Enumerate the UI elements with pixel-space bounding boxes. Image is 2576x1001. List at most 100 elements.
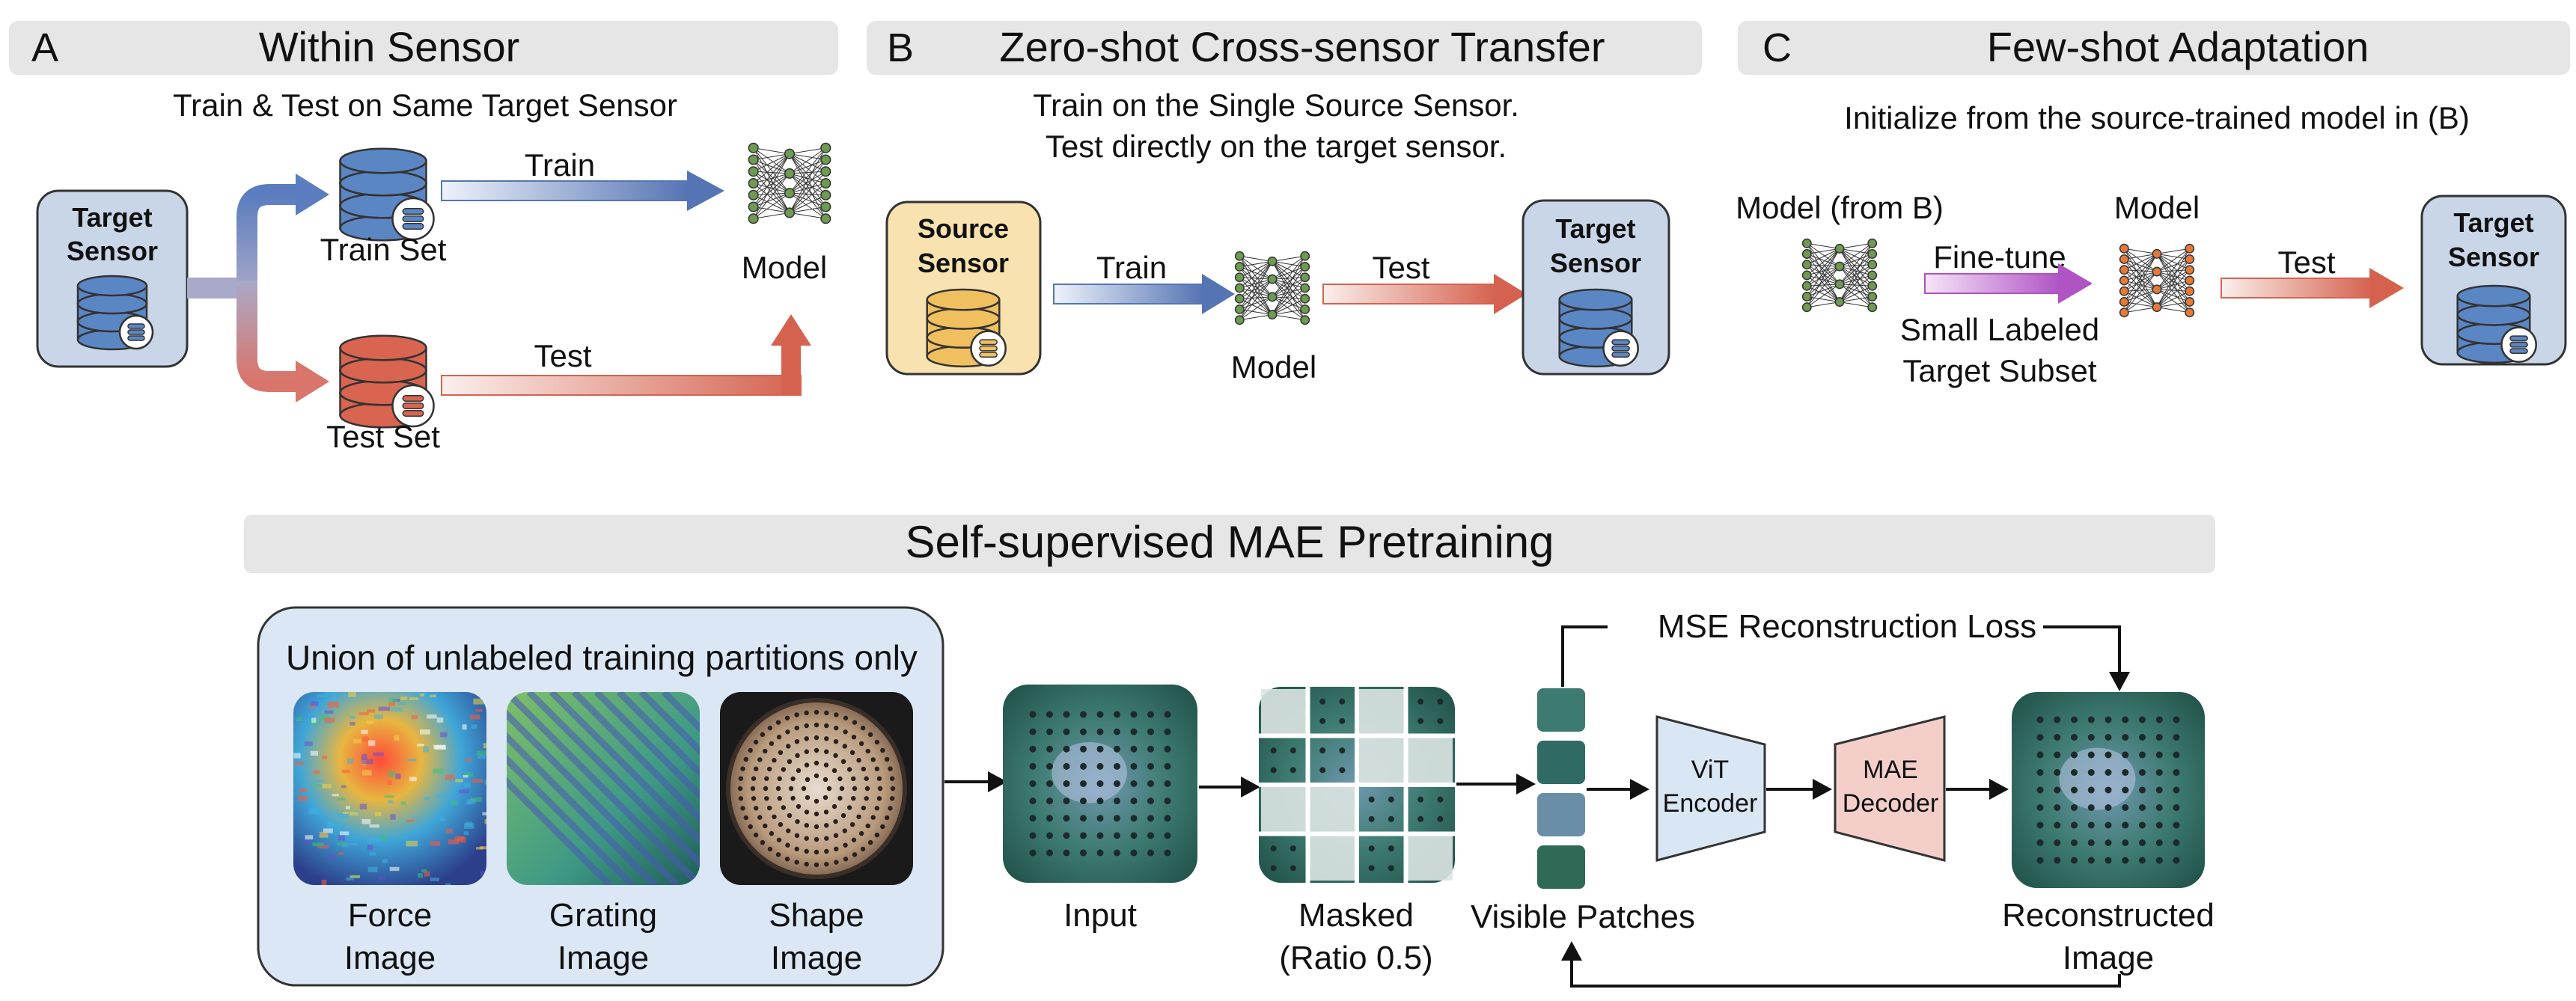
panel-a-train-arrow: [441, 180, 689, 201]
panel-c-source-model-icon: [1801, 238, 1878, 313]
arrow-decoder-to-recon-head: [1989, 779, 2009, 800]
panel-b-letter: B: [887, 25, 914, 70]
panel-b-model-label: Model: [1231, 349, 1316, 385]
feedback-arrowhead: [1561, 941, 1582, 961]
force-image-label-line1: Force: [348, 897, 432, 934]
union-label: Union of unlabeled training partitions o…: [286, 638, 918, 677]
panel-c-title: Few-shot Adaptation: [1987, 23, 2369, 70]
mae-section: Self-supervised MAE Pretraining Union of…: [244, 515, 2215, 988]
panel-b-test-label: Test: [1372, 250, 1429, 285]
panel-b-header: [867, 21, 1702, 75]
branch-down: [236, 281, 296, 392]
panel-a: A Within Sensor Train & Test on Same Tar…: [9, 21, 838, 454]
branch-down-arrowhead: [296, 361, 329, 402]
panel-a-title: Within Sensor: [259, 23, 520, 70]
panel-a-subtitle: Train & Test on Same Target Sensor: [173, 88, 677, 123]
train-set-label: Train Set: [320, 232, 447, 267]
reconstructed-label-line1: Reconstructed: [2002, 897, 2215, 934]
loss-arrowhead: [2109, 672, 2130, 691]
shape-image-label-line1: Shape: [769, 897, 864, 934]
panel-b-subtitle-line2: Test directly on the target sensor.: [1046, 129, 1507, 164]
panel-c-target-label-line2: Sensor: [2448, 242, 2539, 272]
panel-b-train-arrowhead: [1202, 274, 1235, 314]
visible-patches: [1537, 688, 1585, 889]
panel-b-title: Zero-shot Cross-sensor Transfer: [999, 23, 1605, 70]
panel-b-train-label: Train: [1096, 250, 1167, 285]
panel-c: C Few-shot Adaptation Initialize from th…: [1736, 21, 2570, 388]
panel-b-target-database-icon: [1558, 288, 1639, 368]
panel-c-test-label: Test: [2277, 245, 2335, 280]
subset-label-line2: Target Subset: [1902, 353, 2096, 388]
masked-image: [1259, 687, 1455, 883]
target-sensor-label-line1: Target: [72, 202, 152, 233]
panel-a-test-riser: [781, 344, 801, 395]
source-sensor-label-line2: Sensor: [918, 248, 1009, 278]
visible-patches-label: Visible Patches: [1471, 899, 1695, 935]
target-sensor-label-line2: Sensor: [67, 236, 158, 266]
panel-a-test-label: Test: [534, 338, 591, 373]
finetune-label: Fine-tune: [1933, 239, 2066, 275]
panel-b-train-arrow: [1053, 284, 1204, 304]
arrow-union-to-input-head: [988, 771, 1007, 792]
panel-a-model-icon: [748, 142, 831, 224]
panel-c-header: [1738, 21, 2570, 75]
panel-a-train-arrowhead: [687, 171, 724, 211]
encoder-label-line2: Encoder: [1663, 789, 1758, 818]
panel-c-subtitle: Initialize from the source-trained model…: [1844, 100, 2470, 135]
encoder-label-line1: ViT: [1691, 756, 1729, 784]
input-label: Input: [1063, 897, 1137, 934]
arrow-masked-to-patches-head: [1516, 774, 1536, 795]
grating-image-label-line2: Image: [558, 940, 649, 976]
train-set-icon: [339, 147, 435, 242]
test-set-icon: [339, 334, 435, 429]
subset-label-line1: Small Labeled: [1900, 312, 2099, 347]
arrow-patches-to-encoder-head: [1630, 779, 1649, 800]
panel-c-target-label-line1: Target: [2453, 207, 2533, 238]
panel-a-model-label: Model: [742, 250, 827, 285]
arrow-encoder-to-decoder-head: [1813, 779, 1832, 800]
mse-loss-label: MSE Reconstruction Loss: [1658, 608, 2036, 645]
force-image-label-line2: Image: [344, 940, 436, 976]
panel-a-test-arrowhead: [771, 314, 811, 346]
shape-image-label-line2: Image: [771, 940, 862, 976]
panel-c-test-arrowhead: [2369, 268, 2404, 308]
panel-b-target-label-line2: Sensor: [1550, 248, 1641, 278]
panel-b-subtitle-line1: Train on the Single Source Sensor.: [1033, 88, 1519, 123]
branch-up: [236, 184, 296, 296]
loss-line-left: [1561, 625, 1608, 687]
panel-c-test-arrow: [2221, 278, 2372, 299]
database-icon: [76, 275, 154, 351]
vit-encoder: [1655, 715, 1766, 862]
reconstructed-label-line2: Image: [2063, 940, 2154, 976]
source-sensor-label-line1: Source: [918, 213, 1009, 244]
panel-c-finetuned-model-icon: [2119, 243, 2195, 318]
panel-b-test-arrow: [1322, 284, 1496, 304]
force-image: [293, 692, 486, 885]
panel-b: B Zero-shot Cross-sensor Transfer Train …: [867, 21, 1702, 385]
test-set-label: Test Set: [326, 419, 440, 454]
decoder-label-line2: Decoder: [1843, 789, 1939, 818]
reconstructed-image: [2012, 692, 2205, 888]
panel-a-train-label: Train: [525, 147, 595, 183]
masked-label-line2: (Ratio 0.5): [1279, 940, 1432, 976]
grating-image: [507, 692, 700, 885]
model-from-b-label: Model (from B): [1736, 190, 1944, 225]
panel-b-test-arrowhead: [1494, 274, 1527, 314]
finetune-arrowhead: [2058, 263, 2093, 304]
mae-header: [244, 515, 2215, 573]
panel-a-test-arrow: [441, 375, 802, 396]
panel-a-letter: A: [31, 25, 58, 70]
panel-c-target-database-icon: [2456, 284, 2537, 364]
panel-a-header: [9, 21, 838, 75]
source-database-icon: [926, 288, 1007, 368]
loss-line-right: [2043, 625, 2121, 673]
finetune-arrow: [1924, 273, 2060, 294]
arrow-input-to-masked-head: [1241, 777, 1260, 798]
shape-image: [720, 692, 913, 885]
masked-label-line1: Masked: [1298, 897, 1414, 934]
panel-b-target-label-line1: Target: [1555, 213, 1635, 244]
panel-c-model-label: Model: [2114, 190, 2200, 225]
feedback-line: [1570, 959, 2121, 988]
mae-title: Self-supervised MAE Pretraining: [905, 517, 1554, 567]
